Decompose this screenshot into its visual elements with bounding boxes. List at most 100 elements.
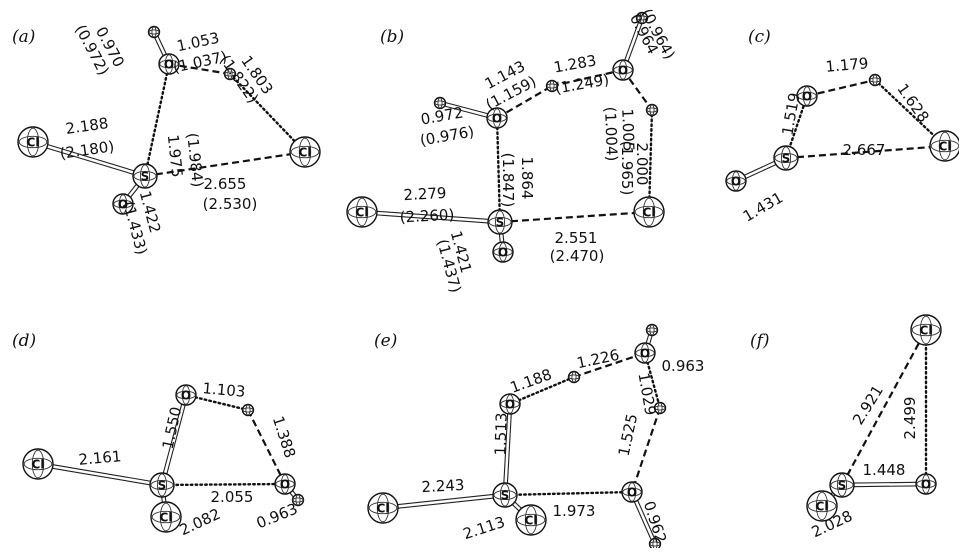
distance-label: 1.388 xyxy=(269,414,299,460)
distance-label: 1.550 xyxy=(159,405,186,451)
atom-h3 xyxy=(653,401,667,415)
bond-cl1-s-line-a xyxy=(32,143,145,179)
bond-cl1-s-line-a xyxy=(383,496,506,511)
distance-label: 2.188 xyxy=(64,114,109,138)
atom-cl2-equator xyxy=(290,145,320,159)
atom-cl-meridian xyxy=(938,131,952,161)
atom-cl2-meridian xyxy=(815,491,829,521)
bond-s-o1 xyxy=(502,403,513,496)
atom-cl2-symbol: Cl xyxy=(299,146,312,160)
atom-cl2-symbol: Cl xyxy=(160,511,173,525)
distance-label: 1.448 xyxy=(863,461,906,479)
atom-h2-outline xyxy=(645,323,659,337)
distance-label: (1.004) xyxy=(601,106,621,161)
bond-cl1-s-line-b xyxy=(38,461,163,484)
atom-o1-outline xyxy=(492,241,514,263)
atom-h1-equator xyxy=(148,29,160,35)
atom-o2-outline xyxy=(158,53,180,75)
atom-h-equator xyxy=(869,77,881,83)
atom-o2-equator xyxy=(159,59,179,69)
distance-label: 1.973 xyxy=(553,502,596,520)
atom-cl1: Cl xyxy=(346,196,378,228)
bond-s-o3 xyxy=(503,490,634,497)
atom-o1-equator xyxy=(493,247,513,257)
atom-s: S xyxy=(487,209,513,235)
bond-s-o-line-a xyxy=(842,485,927,488)
atom-cl2-equator xyxy=(634,205,664,219)
atom-s-outline xyxy=(829,472,855,498)
atom-o2: O xyxy=(274,473,296,495)
atom-h1 xyxy=(241,403,255,417)
bond-h1-o2 xyxy=(573,351,646,379)
atom-h1-meridian xyxy=(437,97,443,109)
bond-cl1-s-line-b xyxy=(362,209,501,221)
atom-h1-outline xyxy=(567,370,581,384)
distance-label: (2.530) xyxy=(203,195,258,213)
bond-o2-h xyxy=(806,78,876,98)
distance-label: 2.279 xyxy=(403,184,447,204)
atom-o1: O xyxy=(175,384,197,406)
atom-o3-meridian xyxy=(627,482,637,502)
atom-h3 xyxy=(635,11,649,25)
atom-o1-meridian xyxy=(505,394,515,414)
atom-o1-equator xyxy=(176,390,196,400)
distance-label: 0.963 xyxy=(254,500,301,533)
atom-cl-outline xyxy=(929,130,959,162)
distance-label: 2.655 xyxy=(204,175,247,193)
distance-label: 2.082 xyxy=(177,505,224,539)
atom-cl2-symbol: Cl xyxy=(643,206,656,220)
atom-cl1-meridian xyxy=(31,449,45,479)
atom-s: S xyxy=(492,482,518,508)
atom-h3-meridian xyxy=(639,12,645,24)
atom-o1-outline xyxy=(112,193,134,215)
bond-s-o1-line-b xyxy=(502,403,509,495)
atom-s-outline xyxy=(487,209,513,235)
atom-h2-meridian xyxy=(649,324,655,336)
bond-s-cl2 xyxy=(499,210,650,224)
bond-h-cl xyxy=(873,78,947,148)
atom-o3: O xyxy=(621,481,643,503)
atom-cl1: Cl xyxy=(17,126,49,158)
atom-h4 xyxy=(645,103,659,117)
bond-s-o1-line-a xyxy=(163,395,189,486)
atom-o2-outline xyxy=(486,107,508,129)
atom-s-symbol: S xyxy=(141,170,150,184)
atom-o2: O xyxy=(634,342,656,364)
bond-cl1-s-line-b xyxy=(382,492,505,507)
atom-cl1-outline xyxy=(22,448,54,480)
bond-cl1-s xyxy=(32,139,146,179)
panel-a: (a)ClSOOCl2.188(2.180)1.422(1.433)1.975(… xyxy=(12,22,321,257)
atom-s-outline xyxy=(492,482,518,508)
atom-s-symbol: S xyxy=(782,152,791,166)
distance-label: 1.103 xyxy=(202,379,246,401)
atom-h3-equator xyxy=(636,15,648,21)
atom-cl2-equator xyxy=(807,499,837,513)
atom-s-meridian xyxy=(836,473,848,497)
bond-s-cl xyxy=(785,144,946,160)
atom-h2-equator xyxy=(292,497,304,503)
atom-cl2-outline xyxy=(515,504,547,536)
atom-o1: O xyxy=(499,393,521,415)
atom-cl1-symbol: Cl xyxy=(27,136,40,150)
atom-cl2-outline xyxy=(633,196,665,228)
atom-o: O xyxy=(915,473,937,495)
panel-label: (a) xyxy=(12,27,35,47)
atom-h-meridian xyxy=(872,74,878,86)
atom-h2-meridian xyxy=(549,80,555,92)
distance-label: 2.667 xyxy=(843,141,886,159)
bond-cl1-s-line-b xyxy=(33,139,146,175)
atom-h1-meridian xyxy=(245,404,251,416)
atom-h1-outline xyxy=(147,25,161,39)
atom-h2 xyxy=(545,79,559,93)
bond-s-o1-line-b xyxy=(159,394,185,485)
distance-label: 1.431 xyxy=(740,188,786,225)
atom-h-outline xyxy=(868,73,882,87)
atom-s-equator xyxy=(493,489,517,501)
distance-label: (1.847) xyxy=(499,153,517,208)
atom-h2-equator xyxy=(224,71,236,77)
atom-cl1-equator xyxy=(18,135,48,149)
atom-o1-symbol: O xyxy=(118,198,128,212)
atom-s-outline xyxy=(149,472,175,498)
